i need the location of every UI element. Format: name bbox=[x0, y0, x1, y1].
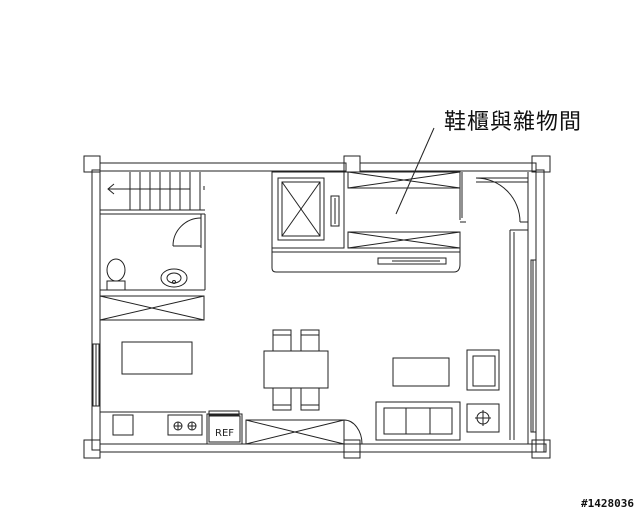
stove bbox=[167, 414, 203, 436]
callout-label: 鞋櫃與雜物間 bbox=[444, 110, 583, 135]
coffee-table bbox=[392, 357, 450, 387]
kitchen-island bbox=[121, 341, 193, 375]
tv-cabinet bbox=[271, 248, 461, 273]
dining-set bbox=[263, 329, 329, 411]
toilet bbox=[106, 258, 126, 291]
bathroom-sink bbox=[160, 268, 188, 288]
side-table-lamp bbox=[466, 403, 500, 433]
kitchen-counter bbox=[100, 410, 243, 445]
sofa bbox=[375, 401, 461, 441]
fridge-label: REF bbox=[215, 428, 234, 439]
bathroom bbox=[100, 214, 206, 291]
image-id-watermark: #1428036 bbox=[581, 497, 634, 510]
staircase bbox=[100, 172, 205, 215]
left-window bbox=[92, 343, 100, 407]
armchair bbox=[466, 349, 500, 391]
bathroom-cabinet bbox=[99, 295, 205, 321]
bottom-cabinet bbox=[245, 419, 363, 445]
fridge bbox=[206, 413, 243, 445]
elevator bbox=[271, 171, 345, 249]
shoe-cabinet-storage bbox=[343, 171, 528, 249]
right-window bbox=[509, 229, 537, 440]
callout-leader-line bbox=[395, 127, 435, 215]
